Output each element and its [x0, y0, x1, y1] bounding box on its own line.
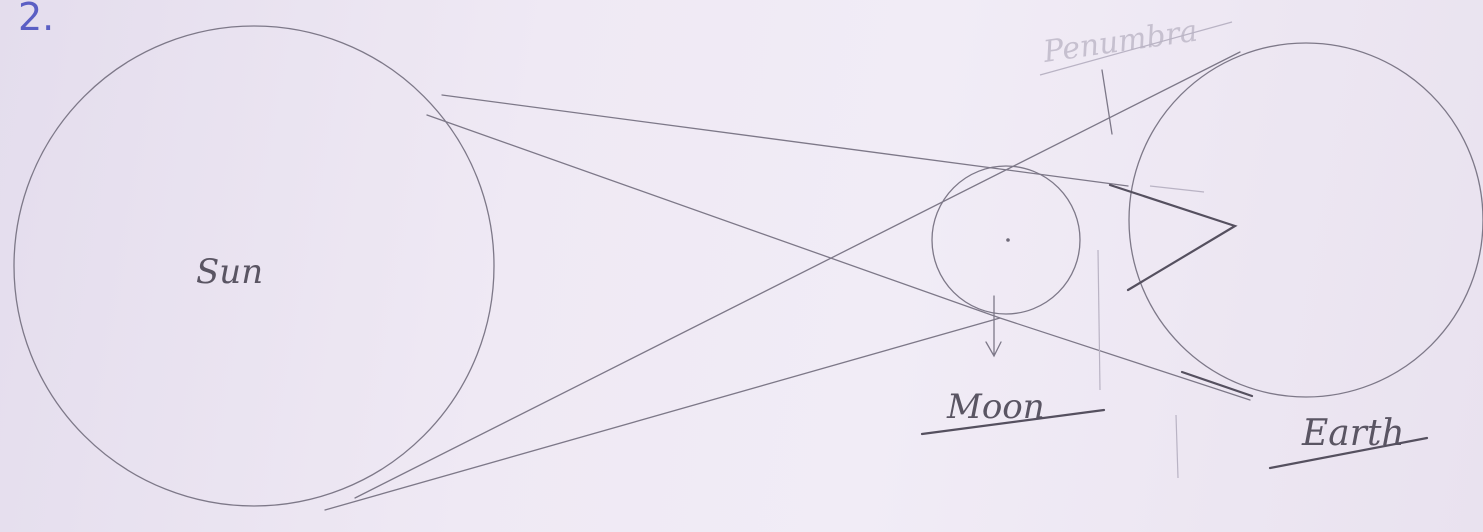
- sun-label: Sun: [196, 252, 263, 292]
- penumbra-pointer: [1102, 70, 1112, 134]
- ray-cross-down: [427, 115, 1250, 400]
- earth-label: Earth: [1301, 413, 1405, 454]
- penumbra-edge-mark: [1182, 372, 1252, 396]
- umbra-cone: [1110, 185, 1235, 290]
- erased-word: Penumbra: [1040, 14, 1199, 70]
- question-number: 2.: [18, 0, 54, 39]
- moon-circle: [932, 166, 1080, 314]
- earth-circle: [1129, 43, 1483, 397]
- ray-cross-up: [355, 52, 1240, 498]
- moon-pointer-arrow: [986, 296, 1001, 356]
- ray-lower-outer: [325, 318, 1000, 510]
- moon-center-dot: [1006, 238, 1010, 242]
- moon-label: Moon: [946, 387, 1045, 427]
- ray-upper-outer: [442, 95, 1128, 186]
- construction-line-2: [1176, 415, 1178, 478]
- construction-line-1: [1098, 250, 1100, 390]
- construction-line-3: [1150, 186, 1204, 192]
